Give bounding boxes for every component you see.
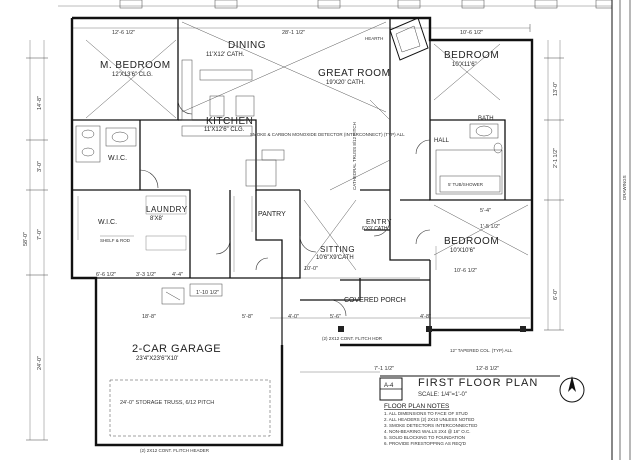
room-label-wic-1: W.I.C.	[108, 155, 127, 162]
note-hearth: HEARTH	[365, 36, 383, 41]
kitchen-fixtures	[181, 59, 285, 187]
room-size-kitchen: 11'X12'6" CLG.	[204, 127, 245, 133]
room-label-bedroom-1: BEDROOM	[444, 50, 499, 61]
drawing-scale: SCALE: 1/4"=1'-0"	[418, 392, 467, 398]
room-size-entry: 6'X9' CATH.	[362, 226, 389, 232]
dim-mid-h: 4'-0"	[288, 314, 299, 320]
room-size-laundry: 8'X8'	[150, 216, 163, 222]
dimension-lines	[26, 5, 612, 441]
room-label-entry: ENTRY	[366, 219, 392, 226]
room-size-sitting: 10'6"X9'CATH	[316, 255, 354, 261]
room-label-laundry: LAUNDRY	[146, 205, 188, 214]
dim-right-2: 2'-1 1/2"	[553, 148, 559, 168]
window-tags	[119, 0, 613, 9]
dim-top-right: 10'-6 1/2"	[460, 30, 483, 36]
bath-fixtures	[75, 123, 503, 195]
room-label-kitchen: KITCHEN	[206, 116, 253, 127]
room-label-pantry: PANTRY	[258, 211, 286, 218]
ceiling-lines	[85, 21, 529, 271]
floor-plan-note: 3. SMOKE DETECTORS INTERCONNECTED	[384, 423, 478, 428]
floor-plan-note: 1. ALL DIMENSIONS TO FACE OF STUD	[384, 411, 468, 416]
room-size-master-bedroom: 12'X13'6" CLG.	[112, 72, 153, 78]
dim-right-1: 13'-0"	[553, 82, 559, 96]
dim-left-1: 14'-8"	[37, 96, 43, 110]
door-swings	[139, 99, 431, 317]
dim-mid-f: 18'-8"	[142, 314, 156, 320]
room-label-hall: HALL	[434, 138, 450, 144]
dim-mid-m: 12'-8 1/2"	[476, 366, 499, 372]
dim-mid-n: 5'-4"	[480, 208, 491, 214]
room-size-bedroom-2: 10'X10'6"	[450, 248, 475, 254]
dim-mid-a: 6'-6 1/2"	[96, 272, 116, 278]
dim-mid-d: 1'-10 1/2"	[196, 290, 219, 296]
dim-left-total: 58'-0"	[23, 232, 29, 246]
floor-plan-note: 2. ALL HEADERS (2) 2X10 UNLESS NOTED	[384, 417, 475, 422]
dim-right-3: 6'-0"	[553, 289, 559, 300]
sheet-edge-label: DRAWINGS	[622, 175, 627, 200]
note-tub-shower: 5' TUB/SHOWER	[448, 182, 484, 187]
drawing-title: FIRST FLOOR PLAN	[418, 377, 538, 389]
note-shelf-rod: SHELF & ROD	[100, 238, 131, 243]
note-tapered-column: 12" TAPERED COL. (TYP) ALL	[450, 348, 513, 353]
room-label-master-bedroom: M. BEDROOM	[100, 60, 171, 71]
room-label-covered-porch: COVERED PORCH	[344, 297, 406, 304]
room-label-great-room: GREAT ROOM	[318, 68, 390, 79]
room-label-sitting: SITTING	[320, 245, 355, 254]
sheet-number: A-4	[384, 383, 394, 389]
note-garage-header: (2) 2X12 CONT. FLITCH HEADER	[140, 448, 210, 453]
dim-mid-g: 5'-8"	[242, 314, 253, 320]
dim-mid-l: 7'-1 1/2"	[374, 366, 394, 372]
note-garage-truss: 24'-0" STORAGE TRUSS, 6/12 PITCH	[120, 400, 214, 406]
room-label-bath: BATH	[478, 116, 494, 122]
dim-left-4: 24'-0"	[37, 356, 43, 370]
dim-mid-k: 10'-6 1/2"	[454, 268, 477, 274]
floor-plan-note: 5. SOLID BLOCKING TO FOUNDATION	[384, 435, 465, 440]
dim-left-3: 7'-0"	[37, 229, 43, 240]
room-size-dining: 11'X12' CATH.	[206, 52, 245, 58]
dim-mid-b: 3'-3 1/2"	[136, 272, 156, 278]
room-label-bedroom-2: BEDROOM	[444, 236, 499, 247]
dim-left-2: 3'-0"	[37, 161, 43, 172]
dim-mid-j: 4'-8"	[420, 314, 431, 320]
dim-mid-c: 4'-4"	[172, 272, 183, 278]
note-cathedral-truss: CATHEDRAL TRUSS 8/12 PITCH	[352, 122, 357, 190]
interior-walls	[72, 18, 532, 330]
dim-mid-i: 5'-6"	[330, 314, 341, 320]
room-label-dining: DINING	[228, 40, 266, 51]
note-porch-header: (2) 2X12 CONT. FLITCH HDR	[322, 336, 383, 341]
floor-plan-note: 6. PROVIDE FIRESTOPPING AS REQ'D	[384, 441, 467, 446]
room-label-wic-2: W.I.C.	[98, 219, 117, 226]
note-smoke-detector: SMOKE & CARBON MONOXIDE DETECTOR (INTERC…	[250, 132, 405, 137]
garage-details	[109, 283, 271, 437]
dim-top-left: 12'-6 1/2"	[112, 30, 135, 36]
porch-columns	[338, 326, 526, 332]
floor-plan-notes-header: FLOOR PLAN NOTES	[384, 403, 450, 410]
dim-mid-e: 10'-0"	[304, 266, 318, 272]
fireplace	[389, 17, 429, 61]
dim-mid-o: 1'-5 1/2"	[480, 224, 500, 230]
title-block-frame	[379, 0, 631, 460]
closet-shelving	[77, 195, 437, 272]
room-size-garage: 23'4"X23'6"X10'	[136, 356, 178, 362]
floor-plan-note: 4. NON-BEARING WALLS 2X4 @ 16" O.C.	[384, 429, 471, 434]
north-arrow-icon	[559, 376, 585, 403]
room-size-bedroom-1: 10'X11'6"	[452, 62, 477, 68]
dim-top-mid: 28'-1 1/2"	[282, 30, 305, 36]
room-label-garage: 2-CAR GARAGE	[132, 343, 221, 355]
room-size-great-room: 19'X20' CATH.	[326, 80, 365, 86]
